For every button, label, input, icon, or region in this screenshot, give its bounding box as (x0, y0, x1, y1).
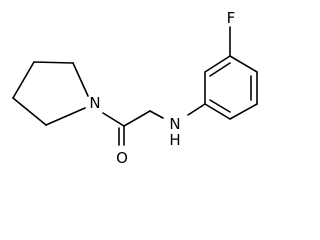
ring-to-amine-bond (187, 103, 206, 116)
amine-to-methylene-bond (149, 110, 164, 119)
ring-bond-bottom-left (204, 103, 231, 120)
pyrrolidine-bond-n-lower (45, 107, 86, 126)
fluorine-atom-label: F (227, 9, 236, 27)
amine-hydrogen-label: H (169, 131, 180, 149)
benzene-ring (204, 55, 258, 120)
pyrrolidine-bond-n-upper (72, 62, 89, 97)
pyrrolidine-ring (12, 61, 89, 126)
carbonyl-to-pyrrolidine-bond (102, 112, 125, 127)
ring-bond-bottom-right (229, 103, 258, 120)
ring-double-bond-lower-left (209, 99, 231, 113)
methylene-to-carbonyl-bond (123, 110, 151, 127)
carbonyl-oxygen-label: O (116, 149, 128, 167)
pyrrolidine-bond-left (12, 61, 35, 99)
structure-diagram: F N H O N (12, 9, 258, 167)
pyrrolidine-bond-upper (33, 61, 74, 64)
pyrrolidine-bond-lower (12, 97, 47, 126)
ring-bond-top-left (204, 55, 231, 73)
amine-nitrogen-label: N (169, 115, 180, 133)
ring-double-bond-upper-left (209, 62, 231, 77)
ring-bond-top-right (229, 55, 258, 73)
pyrrolidine-nitrogen-label: N (89, 94, 100, 112)
